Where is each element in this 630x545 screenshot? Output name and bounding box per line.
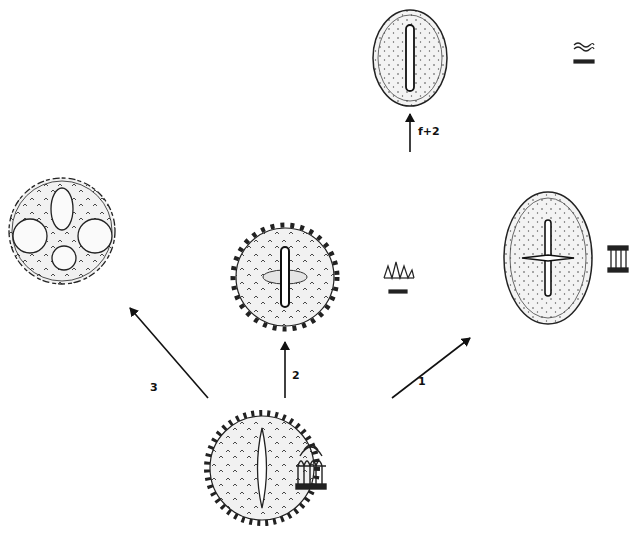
callout-number: 2 [292, 370, 300, 381]
callout-number: 3 [150, 382, 158, 393]
evolution-arrows [130, 114, 470, 398]
column-icon [608, 246, 628, 272]
ancestral-grain [207, 413, 317, 523]
tetrad-grain [9, 178, 115, 284]
thin-wall-icon [574, 43, 594, 63]
spine-icon [384, 262, 414, 293]
echinate-grain [233, 225, 337, 329]
reduced-grain [373, 10, 447, 106]
wall-icon [296, 445, 326, 489]
callout-number: 1 [418, 376, 426, 387]
callout-number: f+2 [418, 126, 440, 137]
psilate-grain [504, 192, 592, 324]
